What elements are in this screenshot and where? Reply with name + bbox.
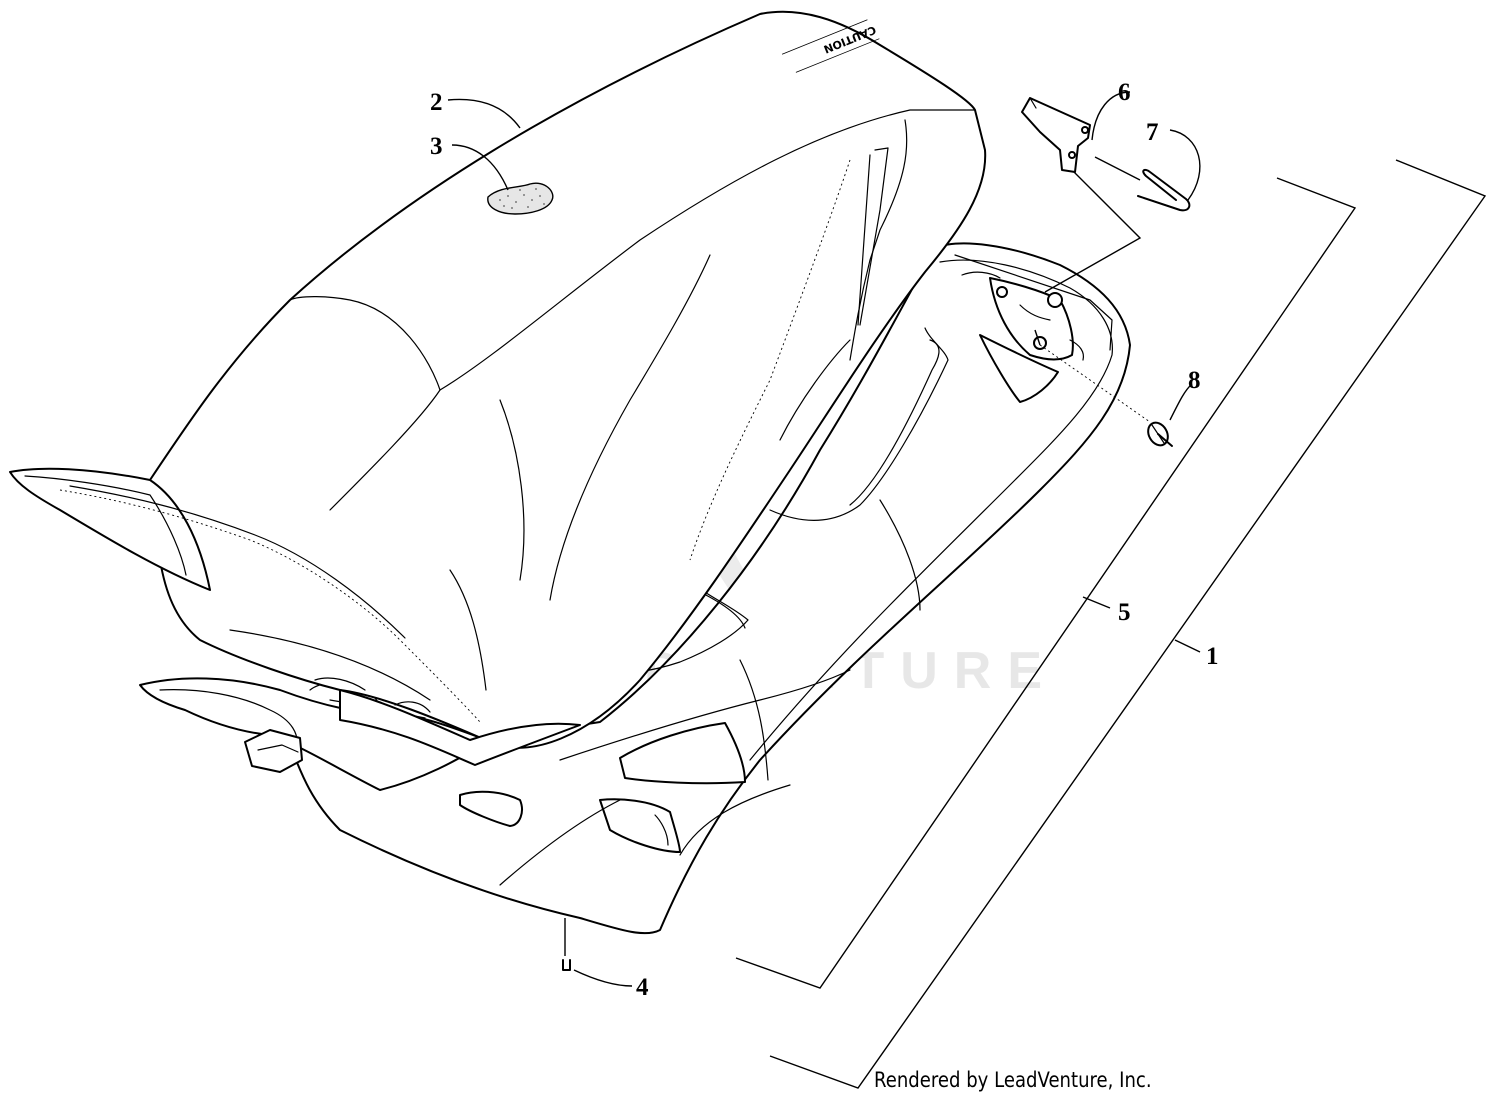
callout-5: 5	[1118, 599, 1131, 626]
callout-labels: 2 3 6 7 8 5 1 4	[430, 79, 1219, 1001]
hairpin-clip	[1137, 168, 1191, 212]
render-credit: Rendered by LeadVenture, Inc.	[874, 1068, 1152, 1092]
seat-cover: CAUTION	[9, 10, 987, 766]
callout-1: 1	[1206, 643, 1219, 670]
callout-4: 4	[636, 974, 649, 1001]
foam-patch	[487, 182, 554, 215]
callout-6: 6	[1118, 79, 1131, 106]
leader-lines	[447, 91, 1201, 987]
assembly-bracket-1	[769, 159, 1487, 1089]
seat-base	[139, 242, 1131, 935]
assembly-bracket-5	[735, 177, 1357, 989]
callout-2: 2	[430, 89, 443, 116]
small-clip	[562, 959, 571, 971]
push-pin	[1147, 421, 1173, 447]
latch-bracket	[1021, 97, 1091, 173]
callout-8: 8	[1188, 367, 1201, 394]
callout-7: 7	[1146, 119, 1159, 146]
callout-3: 3	[430, 133, 443, 160]
